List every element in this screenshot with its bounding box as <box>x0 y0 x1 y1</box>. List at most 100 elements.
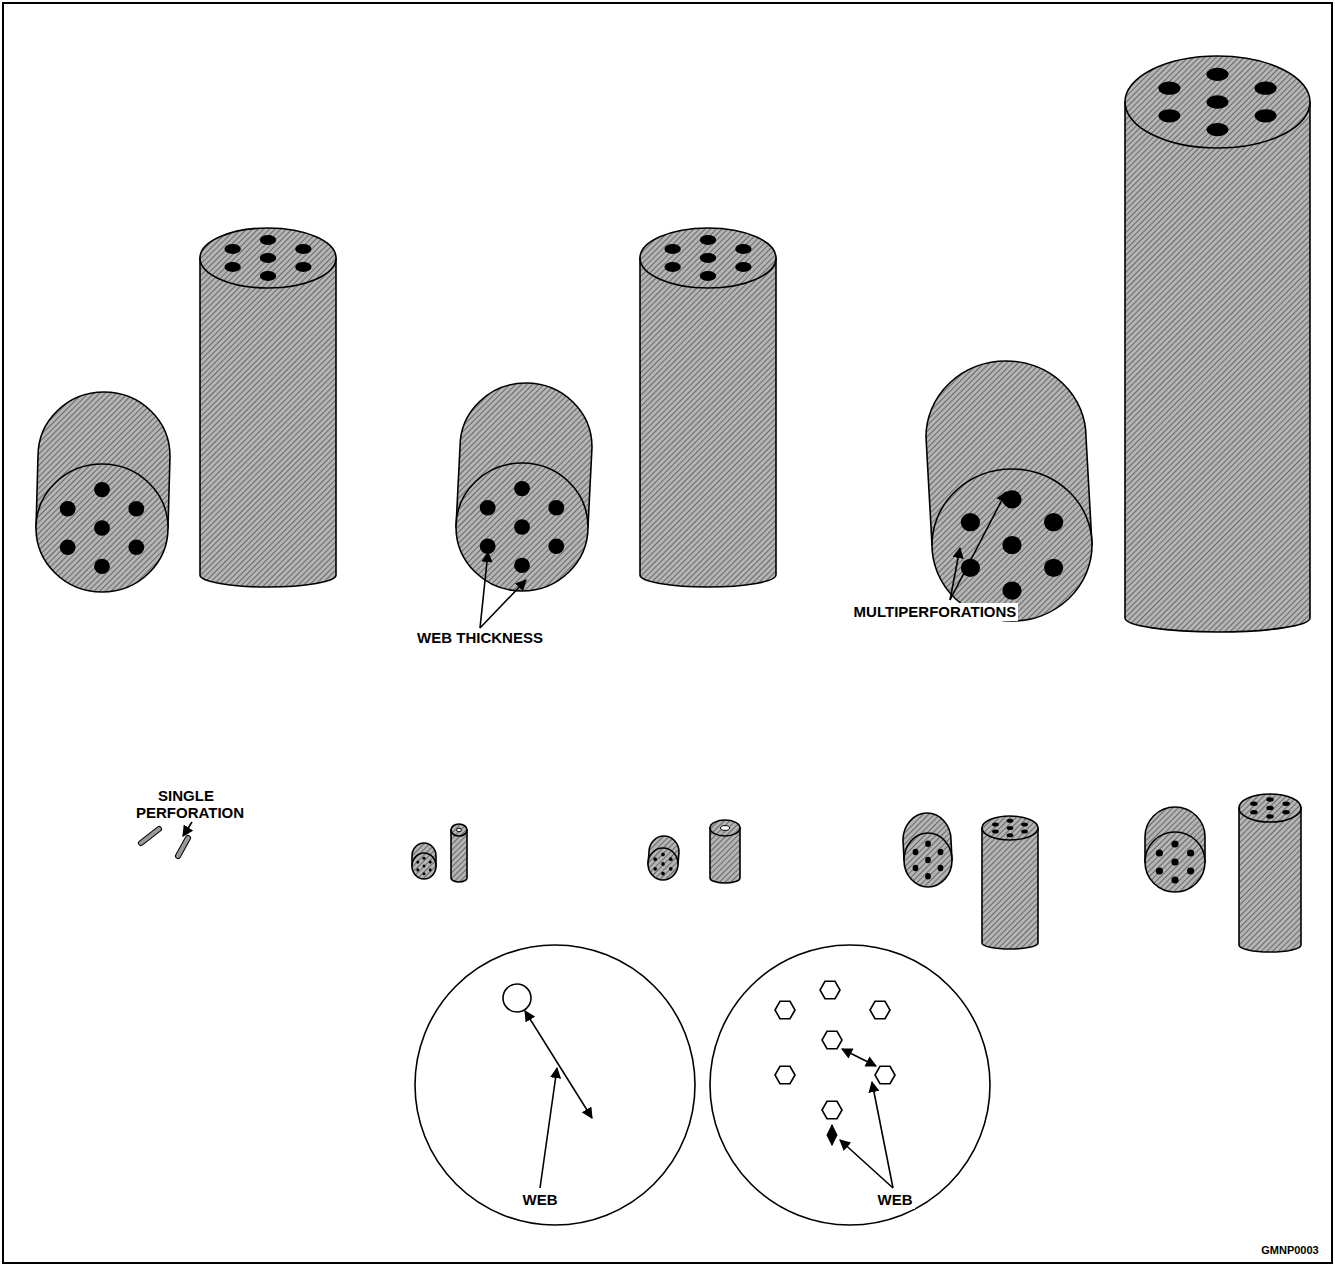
web-dimension-arrow <box>525 1011 592 1118</box>
perforation-hole <box>224 262 240 272</box>
perforation-hole <box>1002 581 1021 599</box>
grain-body <box>1125 102 1310 632</box>
perforation-hole <box>669 857 673 861</box>
grain-end-face <box>648 848 678 880</box>
callout-label: SINGLE PERFORATION <box>134 787 238 822</box>
perforation-hole <box>548 539 564 554</box>
leader-line <box>540 1068 557 1188</box>
grain-end-face <box>451 824 467 836</box>
perforation-hole <box>775 1001 795 1018</box>
single-perforation-grain <box>141 829 159 843</box>
perforation-hole <box>992 822 999 826</box>
perforation-hole <box>429 861 432 864</box>
grain-end-face <box>1239 794 1301 822</box>
perforation-hole <box>480 539 496 554</box>
perforation-hole <box>260 235 276 245</box>
perforation-hole <box>661 862 665 866</box>
perforation-hole <box>429 868 432 871</box>
perforation-hole <box>260 271 276 281</box>
perforation-hole <box>992 830 999 834</box>
perforation-hole <box>1206 123 1228 136</box>
perforation-hole <box>870 1001 890 1018</box>
grain-body <box>640 258 776 587</box>
perforation-hole <box>1007 833 1014 837</box>
frame-border <box>3 3 1332 1263</box>
perforation-hole <box>1156 867 1163 874</box>
perforation-hole <box>661 852 665 856</box>
perforation-hole <box>1282 802 1289 806</box>
perforation-hole <box>1007 819 1014 823</box>
perforation-hole <box>938 865 944 871</box>
perforation-hole <box>1255 82 1277 95</box>
perforation-hole <box>423 864 426 867</box>
perforation-hole <box>700 253 716 263</box>
leader-line <box>950 548 960 600</box>
perforation-hole <box>503 984 531 1012</box>
perforation-hole <box>224 244 240 254</box>
perforation-hole <box>820 981 840 998</box>
perforation-hole <box>514 558 530 573</box>
perforation-hole <box>514 481 530 496</box>
perforation-hole <box>1187 849 1194 856</box>
perforation-hole <box>735 262 751 272</box>
grain-section-single <box>415 945 695 1225</box>
perforation-hole <box>1255 109 1277 122</box>
grain-end-face <box>200 228 336 288</box>
perforation-hole <box>700 271 716 281</box>
leader-line <box>183 822 192 836</box>
perforation-hole <box>1007 826 1014 830</box>
perforation-hole <box>1156 849 1163 856</box>
single-perforation-grain <box>141 829 159 843</box>
grain-body <box>200 258 336 587</box>
grain-body <box>451 830 467 882</box>
callout-label: WEB THICKNESS <box>415 629 545 646</box>
grain-end-face <box>710 820 740 836</box>
leader-line <box>480 552 488 628</box>
perforation-hole <box>669 867 673 871</box>
perforation-hole <box>1171 876 1178 883</box>
perforation-hole <box>416 868 419 871</box>
perforation-hole <box>913 849 919 855</box>
perforation-hole <box>1158 109 1180 122</box>
perforation-hole <box>1158 82 1180 95</box>
perforation-hole <box>416 861 419 864</box>
grain-end-face <box>412 853 436 879</box>
perforation-hole <box>1171 858 1178 865</box>
leader-line <box>480 580 526 628</box>
perforation-hole <box>94 559 110 574</box>
perforation-hole <box>295 262 311 272</box>
perforation-hole <box>1266 814 1273 818</box>
perforation-hole <box>925 841 931 847</box>
figure-code: GMNP0003 <box>1259 1244 1320 1257</box>
perforation-hole <box>94 482 110 497</box>
web-dimension-arrow <box>842 1049 876 1066</box>
grain-end-face <box>456 463 588 591</box>
perforation-hole <box>1282 810 1289 814</box>
perforation-hole <box>822 1031 842 1048</box>
perforation-hole <box>295 244 311 254</box>
perforation-hole <box>925 873 931 879</box>
perforation-hole <box>938 849 944 855</box>
perforation-hole <box>1206 95 1228 108</box>
perforation-hole <box>875 1066 895 1083</box>
grain-body <box>1239 808 1301 952</box>
perforation-hole <box>480 500 496 515</box>
perforation-hole <box>548 500 564 515</box>
perforation-hole <box>700 235 716 245</box>
perforation-hole <box>961 513 980 531</box>
perforation-hole <box>1206 68 1228 81</box>
perforation-hole <box>60 501 76 516</box>
perforation-hole <box>1250 810 1257 814</box>
perforation-hole <box>128 540 144 555</box>
grain-end-face <box>36 464 168 592</box>
perforation-hole <box>1171 840 1178 847</box>
perforation-hole <box>775 1066 795 1083</box>
grain-end-face <box>640 228 776 288</box>
leader-line <box>840 1140 893 1188</box>
perforation-hole <box>423 857 426 860</box>
perforation-hole <box>822 1101 842 1118</box>
perforation-hole <box>1002 536 1021 554</box>
perforation-hole <box>664 262 680 272</box>
perforation-hole <box>1021 822 1028 826</box>
